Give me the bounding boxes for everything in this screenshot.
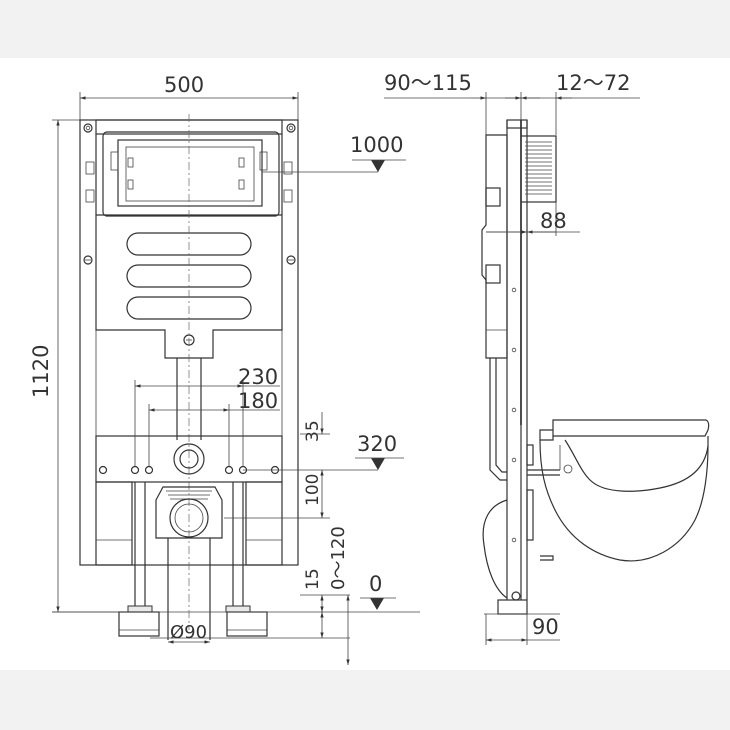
dim-outlet-offset: 100: [303, 474, 323, 506]
dim-side-wall-thickness: 12～72: [556, 71, 630, 95]
dim-inlet-height: 320: [357, 432, 397, 456]
dim-side-bottom-depth: 90: [532, 615, 559, 639]
wall-hung-toilet-bowl: [539, 419, 710, 562]
dim-front-height: 1120: [29, 345, 53, 398]
front-view: 500 1120: [29, 73, 420, 665]
flush-actuator-ribs: [525, 141, 552, 195]
dim-floor-gap: 15: [303, 568, 323, 590]
dim-bolt-180: 180: [238, 389, 278, 413]
dim-inlet-offset: 35: [303, 420, 323, 442]
dim-floor-level: 0: [369, 572, 382, 596]
dim-pipe-diameter: Ø90: [170, 622, 207, 643]
dim-flush-height: 1000: [350, 133, 403, 157]
side-view: 90～115 12～72: [384, 71, 710, 645]
dim-side-frame-depth: 90～115: [384, 71, 472, 95]
dim-cistern-depth: 88: [540, 209, 567, 233]
dim-feet-adjust: 0～120: [328, 526, 349, 590]
dim-front-width: 500: [164, 73, 204, 97]
dim-bolt-230: 230: [238, 365, 278, 389]
